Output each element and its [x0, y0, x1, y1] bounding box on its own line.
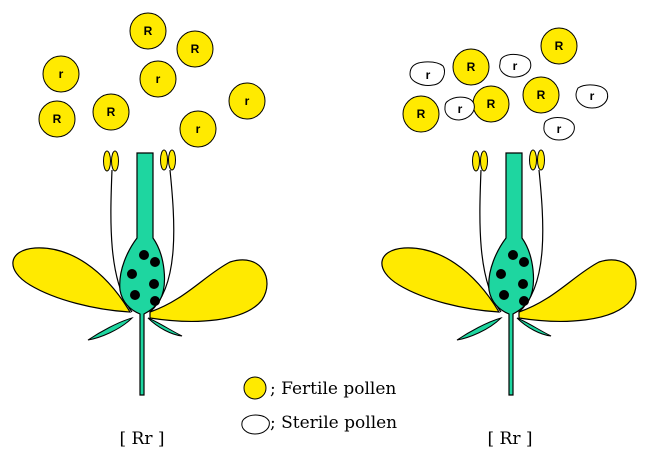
pollen-fertile: R	[403, 96, 439, 132]
caption-right: [ Rr ]	[488, 429, 533, 449]
pollen-fertile: R	[130, 13, 166, 49]
legend-sterile-label: ; Sterile pollen	[270, 413, 397, 433]
caption-left: [ Rr ]	[120, 429, 165, 449]
svg-text:R: R	[555, 39, 564, 53]
pollen-fertile: r	[43, 56, 79, 92]
sepal-left	[88, 318, 132, 340]
svg-text:r: r	[590, 89, 595, 103]
svg-text:R: R	[467, 60, 476, 74]
pollen-fertile: R	[473, 86, 509, 122]
petal-right	[519, 260, 636, 321]
anther-right	[530, 150, 545, 170]
anther-right	[161, 150, 176, 170]
legend: ; Fertile pollen ; Sterile pollen	[242, 377, 397, 434]
pollen-group-right: R R R R R r r r	[403, 28, 608, 140]
svg-text:R: R	[191, 42, 200, 56]
legend-fertile: ; Fertile pollen	[244, 377, 396, 399]
anther-left	[473, 151, 488, 171]
svg-text:R: R	[417, 107, 426, 121]
svg-text:r: r	[196, 122, 201, 136]
flower-right	[382, 150, 636, 395]
pollen-fertile: r	[140, 61, 176, 97]
anther-left	[104, 151, 119, 171]
svg-text:R: R	[144, 24, 153, 38]
pollen-fertile: R	[523, 77, 559, 113]
legend-sterile-swatch	[242, 415, 269, 434]
svg-text:R: R	[107, 105, 116, 119]
legend-fertile-label: ; Fertile pollen	[270, 379, 396, 399]
pollen-sterile: r	[445, 97, 474, 120]
petal-left	[382, 248, 499, 312]
svg-text:r: r	[426, 68, 431, 82]
flower-left	[13, 150, 267, 395]
svg-text:r: r	[156, 72, 161, 86]
pistil	[489, 153, 534, 395]
pollen-fertile: R	[541, 28, 577, 64]
pollen-group-left: R R r r R R r r	[39, 13, 265, 147]
pistil	[120, 153, 165, 395]
petal-left	[13, 248, 130, 312]
svg-text:r: r	[557, 122, 562, 136]
pollen-fertile: r	[229, 83, 265, 119]
svg-text:r: r	[513, 59, 518, 73]
pollen-fertile: R	[177, 31, 213, 67]
svg-text:R: R	[487, 97, 496, 111]
pollen-sterile: r	[410, 62, 445, 86]
svg-text:R: R	[53, 112, 62, 126]
sepal-left	[457, 318, 501, 340]
pollen-fertile: R	[39, 101, 75, 137]
pollen-sterile: r	[544, 118, 574, 140]
svg-text:r: r	[245, 94, 250, 108]
legend-sterile: ; Sterile pollen	[242, 413, 397, 434]
legend-fertile-swatch	[244, 377, 266, 399]
petal-right	[150, 260, 267, 321]
svg-text:R: R	[537, 88, 546, 102]
svg-text:r: r	[59, 67, 64, 81]
pollen-sterile: r	[576, 85, 608, 108]
svg-text:r: r	[458, 102, 463, 116]
pollen-fertile: r	[180, 111, 216, 147]
pollen-fertile: R	[453, 49, 489, 85]
pollen-sterile: r	[500, 54, 531, 77]
pollen-fertile: R	[93, 94, 129, 130]
